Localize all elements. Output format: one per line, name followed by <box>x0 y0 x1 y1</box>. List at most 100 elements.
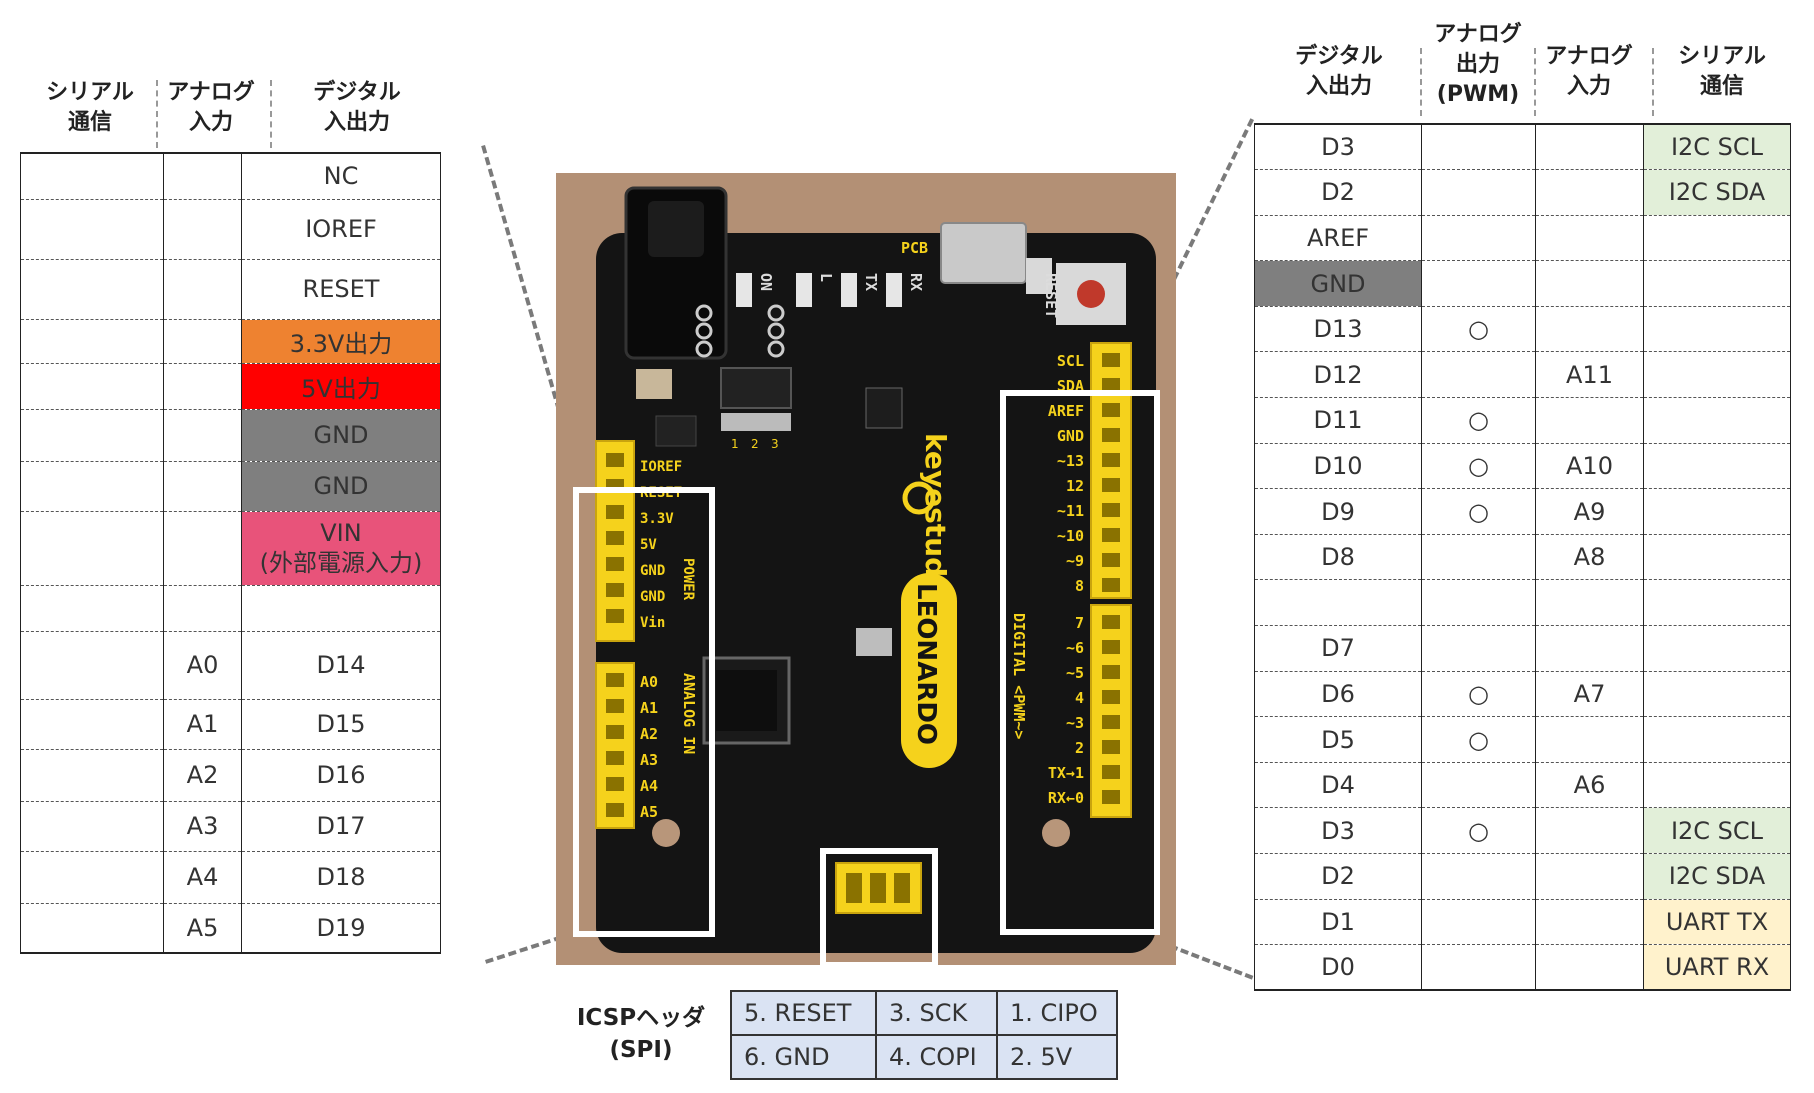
pcb-label: PCB <box>901 239 928 257</box>
serial-cell <box>1643 397 1791 444</box>
analog-in-cell: A8 <box>1535 534 1644 581</box>
analog-in-cell: A4 <box>163 851 242 904</box>
digital-io-cell <box>241 585 441 632</box>
right-table-row: D7 <box>1254 625 1791 672</box>
analog-in-cell <box>163 152 242 200</box>
icsp-title-line: ICSPヘッダ <box>576 1005 706 1031</box>
digital-pin-label: TX→1 <box>1048 764 1084 782</box>
header-divider <box>1420 48 1422 116</box>
serial-cell: I2C SCL <box>1643 123 1791 171</box>
serial-cell <box>1643 488 1791 535</box>
analog-in-cell <box>1535 169 1644 216</box>
small-ic <box>865 387 903 429</box>
pwm-cell: ○ <box>1421 397 1536 444</box>
digital-io-cell: D3 <box>1254 807 1422 854</box>
icsp-row: 6. GND 4. COPI 2. 5V <box>730 1034 1118 1080</box>
icsp-title-line: (SPI) <box>609 1037 673 1063</box>
digital-pin-label: ~9 <box>1066 552 1084 570</box>
header-line: デジタル <box>1295 44 1383 69</box>
serial-cell <box>20 749 164 802</box>
reset-label: RESET <box>1042 273 1060 318</box>
icsp-title: ICSPヘッダ (SPI) <box>562 1002 720 1066</box>
power-pin-label: IOREF <box>640 459 682 475</box>
serial-cell <box>1643 215 1791 262</box>
left-table-row: VIN(外部電源入力) <box>20 511 441 586</box>
serial-cell <box>20 199 164 260</box>
serial-cell: I2C SCL <box>1643 807 1791 854</box>
serial-cell <box>1643 625 1791 672</box>
analog-in-cell: A0 <box>163 631 242 700</box>
digital-io-cell <box>1254 579 1422 627</box>
digital-io-cell: D18 <box>241 851 441 904</box>
digital-pin-label: 2 <box>1075 739 1084 757</box>
digital-io-cell: GND <box>241 461 441 512</box>
icsp-table: 5. RESET 3. SCK 1. CIPO 6. GND 4. COPI 2… <box>730 990 1118 1080</box>
digital-pin-label: 12 <box>1066 477 1084 495</box>
mounting-hole <box>652 819 680 847</box>
digital-pin-label: ~10 <box>1057 527 1084 545</box>
pwm-cell: ○ <box>1421 488 1536 535</box>
header-line: 入力 <box>188 110 233 135</box>
digital-pin-label: ~6 <box>1066 639 1084 657</box>
analog-in-cell <box>163 511 242 586</box>
usb-connector <box>940 222 1027 284</box>
vin-label: VIN <box>320 519 362 547</box>
analog-in-cell: A9 <box>1535 488 1644 535</box>
analog-in-cell <box>1535 807 1644 854</box>
right-header-serial: シリアル 通信 <box>1652 42 1792 102</box>
right-table-row: D10○A10 <box>1254 443 1791 490</box>
serial-cell: UART TX <box>1643 899 1791 946</box>
digital-pin-label: 7 <box>1075 614 1084 632</box>
digital-pin-label: 4 <box>1075 689 1084 707</box>
digital-pin-label: RX←0 <box>1048 789 1084 807</box>
analog-in-cell <box>163 319 242 364</box>
header-line: 出力 <box>1455 52 1500 77</box>
left-header-analog-in: アナログ 入力 <box>156 78 266 138</box>
analog-in-cell <box>1535 397 1644 444</box>
analog-in-cell <box>1535 716 1644 763</box>
analog-in-cell <box>1535 215 1644 262</box>
pwm-cell <box>1421 169 1536 216</box>
left-table-row: RESET <box>20 259 441 320</box>
digital-io-cell: D5 <box>1254 716 1422 763</box>
analog-in-cell <box>1535 944 1644 992</box>
led-label: RX <box>907 273 925 291</box>
voltage-regulator <box>720 367 792 409</box>
header-line: 入出力 <box>323 110 390 135</box>
analog-in-cell: A7 <box>1535 671 1644 718</box>
serial-cell <box>20 903 164 954</box>
right-header-analog-in: アナログ 入力 <box>1534 42 1644 102</box>
serial-cell <box>1643 443 1791 490</box>
analog-in-cell <box>163 461 242 512</box>
vin-sublabel: (外部電源入力) <box>259 549 423 577</box>
pwm-cell: ○ <box>1421 671 1536 718</box>
digital-pin-label: ~5 <box>1066 664 1084 682</box>
right-table-row <box>1254 579 1791 627</box>
serial-cell <box>20 409 164 462</box>
header-divider <box>1652 48 1654 116</box>
pwm-cell <box>1421 944 1536 992</box>
header-line: シリアル <box>46 80 134 105</box>
crystal <box>856 628 892 656</box>
analog-in-cell: A3 <box>163 801 242 852</box>
right-table-row: D3○I2C SCL <box>1254 807 1791 854</box>
analog-in-cell <box>1535 853 1644 900</box>
right-table-row: D6○A7 <box>1254 671 1791 718</box>
power-pin-label: Vin <box>640 615 665 631</box>
icsp-row: 5. RESET 3. SCK 1. CIPO <box>730 990 1118 1036</box>
pwm-cell <box>1421 534 1536 581</box>
icsp-cell: 6. GND <box>730 1034 877 1080</box>
digital-io-cell: D12 <box>1254 351 1422 399</box>
icsp-cell: 4. COPI <box>875 1034 998 1080</box>
header-divider <box>156 80 158 148</box>
right-table-row: D5○ <box>1254 716 1791 763</box>
left-table-row: NC <box>20 152 441 200</box>
header-line: (PWM) <box>1436 82 1520 107</box>
